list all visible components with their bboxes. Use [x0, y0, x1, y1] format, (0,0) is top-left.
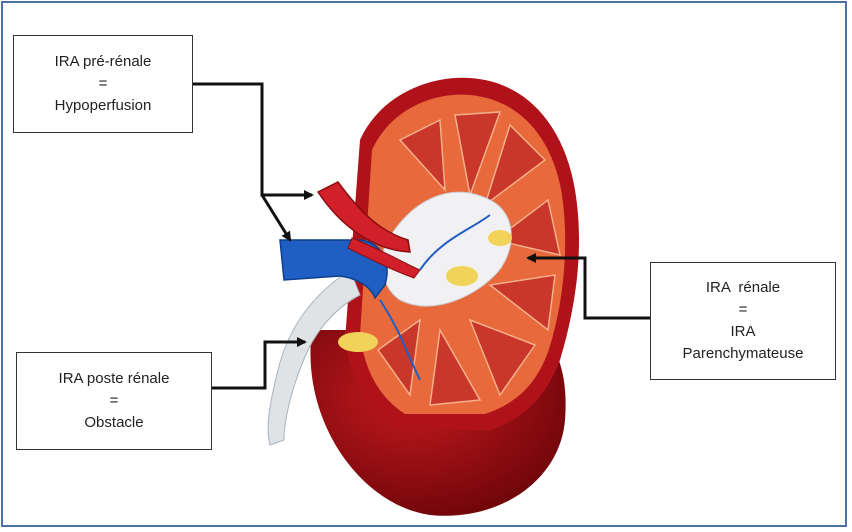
postrenal-title: IRA poste rénale	[59, 368, 170, 390]
arrow-prerenal	[193, 84, 312, 240]
fat-deposit	[488, 230, 512, 246]
prerenal-equals: =	[99, 73, 108, 95]
renal-equals: =	[739, 299, 748, 321]
prerenal-title: IRA pré-rénale	[55, 51, 152, 73]
renal-description-line2: Parenchymateuse	[683, 343, 804, 365]
renal-title: IRA rénale	[706, 277, 780, 299]
renal-label-box: IRA rénale = IRA Parenchymateuse	[650, 262, 836, 380]
postrenal-description: Obstacle	[84, 412, 143, 434]
prerenal-description: Hypoperfusion	[55, 95, 152, 117]
postrenal-label-box: IRA poste rénale = Obstacle	[16, 352, 212, 450]
postrenal-equals: =	[110, 390, 119, 412]
fat-deposit	[446, 266, 478, 286]
renal-description-line1: IRA	[730, 321, 755, 343]
prerenal-label-box: IRA pré-rénale = Hypoperfusion	[13, 35, 193, 133]
fat-deposit	[338, 332, 378, 352]
